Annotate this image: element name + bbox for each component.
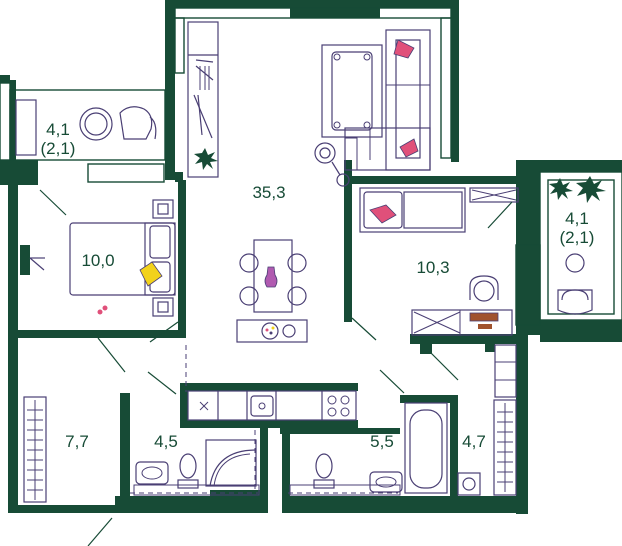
sink-icon	[369, 471, 403, 493]
wardrobe-icon	[493, 399, 517, 496]
bedroom-furniture	[20, 199, 176, 317]
walls	[0, 0, 622, 514]
room-area-bedroom: 10,0	[73, 251, 123, 270]
sofa-icon	[344, 29, 431, 171]
shower-icon	[205, 439, 257, 487]
room-area-balcony-left: 4,1 (2,1)	[36, 120, 80, 158]
bathtub-icon	[404, 402, 448, 494]
area-value: 4,5	[154, 432, 178, 451]
area-value: 4,7	[462, 432, 486, 451]
room-area-bathroom-1: 4,5	[144, 432, 188, 451]
armchair-icon	[469, 275, 499, 302]
laundry-furniture	[457, 344, 517, 496]
room-area-hall: 7,7	[55, 432, 99, 451]
plant-icon	[576, 176, 606, 203]
wardrobe-icon	[23, 396, 47, 503]
kitchen	[187, 390, 357, 421]
area-alt-value: (2,1)	[40, 139, 76, 158]
bed-icon	[69, 222, 176, 296]
area-value: 10,3	[416, 258, 450, 277]
area-alt-value: (2,1)	[559, 228, 595, 247]
windows	[0, 7, 622, 326]
dining-table-icon	[239, 239, 307, 313]
room-area-living: 35,3	[244, 183, 294, 202]
area-value: 4,1	[46, 120, 70, 139]
plant-icon	[194, 148, 218, 170]
sink-icon	[135, 461, 169, 485]
bathroom-2-furniture	[288, 402, 448, 496]
area-value: 35,3	[252, 183, 286, 202]
area-value: 7,7	[65, 432, 89, 451]
plant-icon	[549, 178, 573, 200]
room-area-laundry: 4,7	[452, 432, 496, 451]
room-area-balcony-right: 4,1 (2,1)	[555, 209, 599, 247]
bathroom-1-furniture	[130, 430, 260, 496]
balcony-left-furniture	[15, 99, 157, 156]
area-value: 10,0	[81, 251, 115, 270]
room-area-bathroom-2: 5,5	[360, 432, 404, 451]
bedroom-2-furniture	[359, 187, 519, 336]
washing-machine-icon	[457, 472, 481, 496]
balcony-right-furniture	[549, 176, 606, 315]
living-room-furniture	[187, 21, 431, 343]
area-value: 4,1	[565, 209, 589, 228]
sink-icon	[250, 395, 274, 417]
toilet-icon	[177, 453, 199, 489]
area-value: 5,5	[370, 432, 394, 451]
room-area-bedroom-2: 10,3	[408, 258, 458, 277]
door-arc-icon	[39, 189, 513, 546]
stove-icon	[327, 395, 350, 417]
hall-furniture	[23, 396, 47, 503]
toilet-icon	[313, 453, 335, 489]
